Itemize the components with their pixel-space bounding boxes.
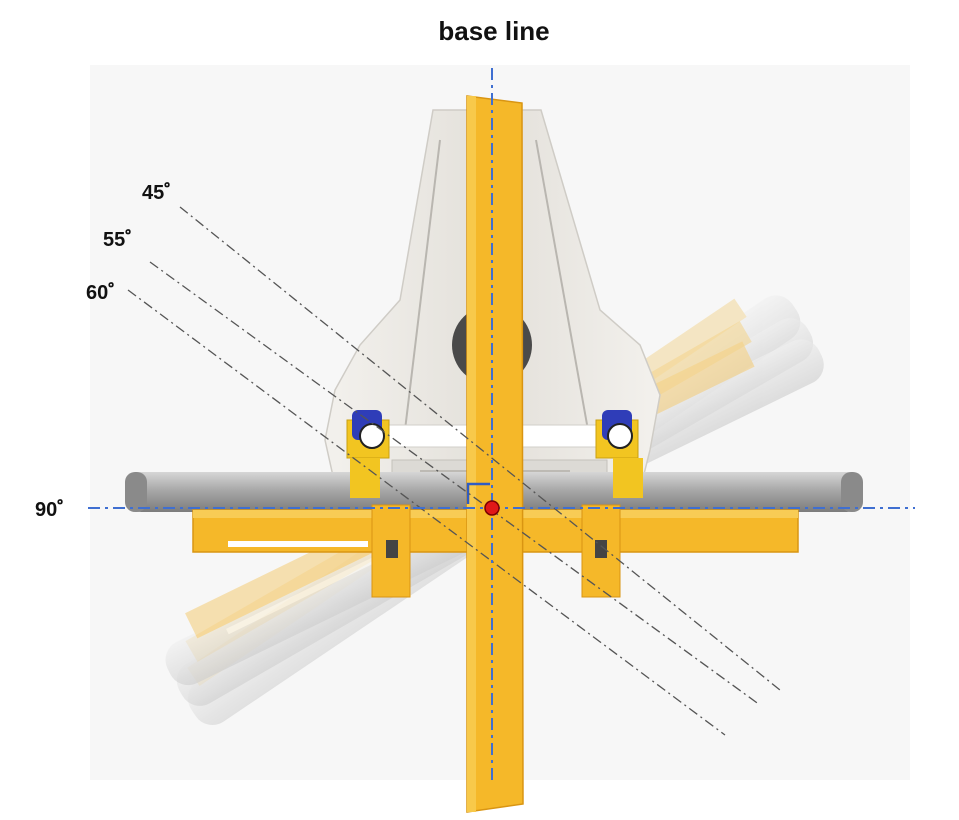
baseline-title: base line: [438, 16, 550, 46]
right-angle-marker: [466, 482, 490, 504]
angle-label-90: 90゜: [35, 499, 78, 521]
central-blade: [466, 95, 524, 813]
actuator-right: [595, 410, 643, 498]
pivot-point: [484, 500, 500, 516]
angle-label-55: 55゜: [103, 229, 146, 251]
angle-label-60: 60゜: [86, 282, 129, 304]
angle-label-45: 45゜: [142, 182, 185, 204]
line-60: [127, 289, 726, 736]
actuator-left: [346, 410, 390, 498]
line-55: [149, 261, 761, 706]
angle-lines: [127, 206, 781, 736]
line-45: [179, 206, 781, 691]
